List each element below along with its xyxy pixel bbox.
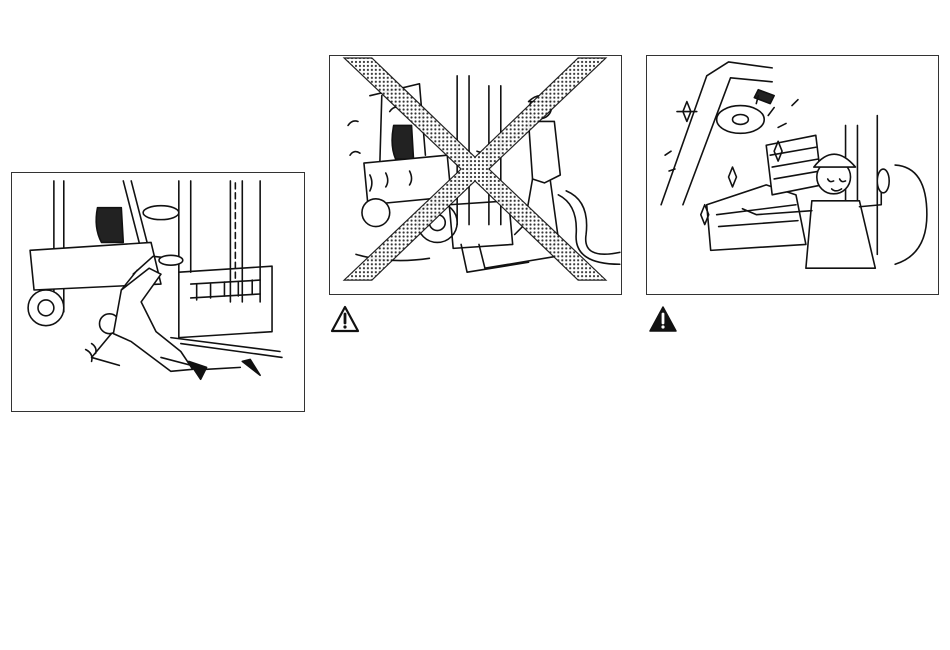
warning-triangle-icon bbox=[648, 305, 678, 333]
clean-operator-compartment-icon bbox=[647, 56, 938, 294]
caution-triangle-icon bbox=[330, 305, 360, 333]
worker-crawling-under-forks-icon bbox=[12, 173, 304, 411]
illustration-panel-crawl-under-forks bbox=[11, 172, 305, 412]
illustration-panel-clean-operator-compartment bbox=[646, 55, 939, 295]
washing-forklift-prohibited-icon bbox=[330, 56, 621, 294]
illustration-panel-washing-prohibited bbox=[329, 55, 622, 295]
